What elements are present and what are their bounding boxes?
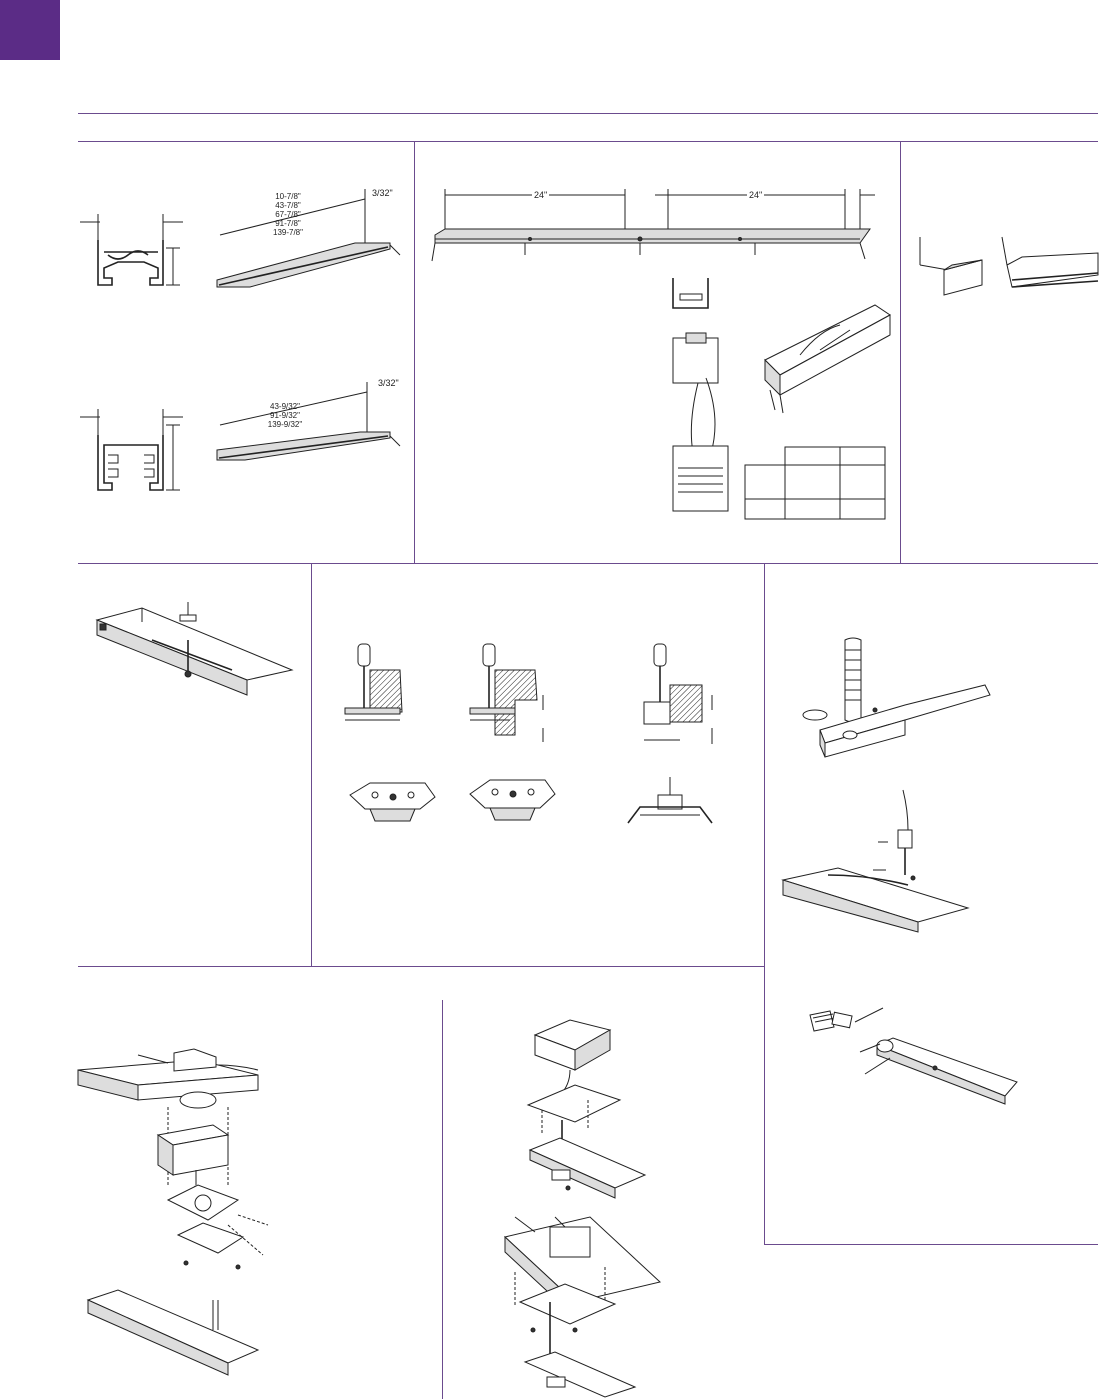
spacing-right-label: 24" xyxy=(747,190,765,200)
spacing-left-label: 24" xyxy=(532,190,550,200)
length-2: 43-7/8" xyxy=(275,201,301,210)
brand-block xyxy=(0,0,60,60)
track-spacing-drawing xyxy=(431,189,875,262)
tbar-clip-2-drawing xyxy=(469,779,556,821)
two-circuit-profile-drawing xyxy=(80,409,183,491)
junction-box-mount-2-drawing xyxy=(503,1216,662,1398)
tbar-adapter-1-drawing xyxy=(344,643,403,721)
divider-e xyxy=(442,1000,443,1399)
junction-box-mount-drawing xyxy=(526,1019,647,1199)
section-rule-2 xyxy=(78,563,1098,564)
length-1: 43-9/32" xyxy=(270,402,300,411)
divider-c xyxy=(311,563,312,966)
single-circuit-track-drawing xyxy=(216,189,401,288)
section-rule-1 xyxy=(78,141,1098,142)
divider-d xyxy=(764,563,765,1244)
length-3: 67-7/8" xyxy=(275,210,301,219)
feed-conduit-drawing xyxy=(802,637,991,758)
divider-a xyxy=(414,141,415,563)
wiring-detail-drawing xyxy=(764,304,891,414)
single-circuit-end-dim: 3/32" xyxy=(372,188,393,198)
section-rule-4 xyxy=(764,1244,1098,1245)
single-circuit-profile-drawing xyxy=(80,214,183,286)
two-circuit-end-dim: 3/32" xyxy=(378,378,399,388)
length-4: 91-7/8" xyxy=(275,219,301,228)
length-5: 139-7/8" xyxy=(273,228,303,237)
tbar-adapter-3-drawing xyxy=(643,643,713,744)
section-rule-3 xyxy=(78,966,764,967)
end-cap-drawing xyxy=(919,236,1099,296)
tbar-clip-3-drawing xyxy=(627,777,713,824)
feed-cord-drawing xyxy=(781,789,970,933)
canopy-mount-drawing xyxy=(77,1048,269,1376)
tbar-clip-1-drawing xyxy=(349,782,436,822)
length-1: 10-7/8" xyxy=(275,192,301,201)
tbar-adapter-2-drawing xyxy=(469,643,544,742)
divider-b xyxy=(900,141,901,563)
top-rule xyxy=(78,113,1098,114)
single-circuit-lengths: 10-7/8" 43-7/8" 67-7/8" 91-7/8" 139-7/8" xyxy=(258,192,318,237)
two-circuit-track-drawing xyxy=(216,382,401,461)
fixture-wiring-drawing xyxy=(672,278,729,512)
length-2: 91-9/32" xyxy=(270,411,300,420)
wiring-table xyxy=(744,446,886,520)
feed-end-drawing xyxy=(809,1007,1018,1105)
two-circuit-lengths: 43-9/32" 91-9/32" 139-9/32" xyxy=(250,402,320,429)
ceiling-clip-drawing xyxy=(95,602,294,696)
length-3: 139-9/32" xyxy=(267,420,303,429)
